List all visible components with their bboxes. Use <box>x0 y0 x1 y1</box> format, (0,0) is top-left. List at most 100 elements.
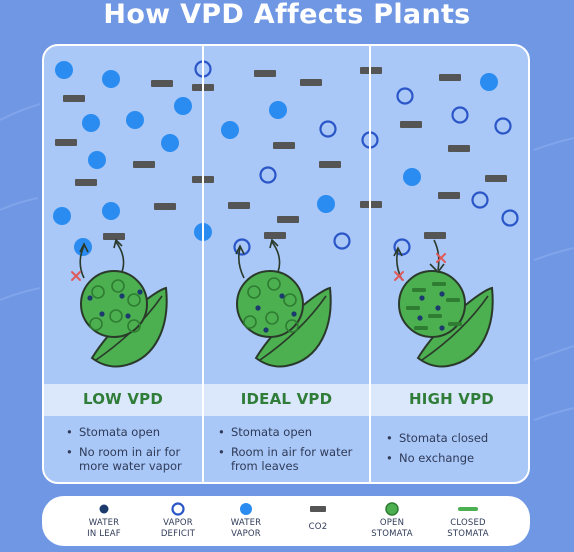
co2-dash <box>360 201 382 208</box>
water-in-leaf-dot <box>439 291 445 297</box>
water-vapor-dot <box>102 202 120 220</box>
water-in-leaf-dot <box>439 325 445 331</box>
co2-dash <box>151 80 173 87</box>
water-vapor-icon <box>240 503 252 515</box>
water-in-leaf-dot <box>255 305 261 311</box>
water-vapor-dot <box>269 101 287 119</box>
water-vapor-dot <box>161 134 179 152</box>
vapor-deficit-icon <box>171 502 185 516</box>
water-vapor-dot <box>174 97 192 115</box>
vapor-deficit-ring <box>451 106 469 124</box>
open-stomata-leaf <box>236 270 304 338</box>
bullet-item: No room in air for more water vapor <box>66 445 198 473</box>
water-vapor-dot <box>126 111 144 129</box>
column-divider <box>202 46 204 482</box>
co2-dash <box>154 203 176 210</box>
exchange-arrow <box>238 247 245 279</box>
exchange-arrow <box>115 241 125 273</box>
particles-scene <box>53 60 519 368</box>
vapor-deficit-ring <box>471 191 489 209</box>
blocked-entry-arrow <box>433 239 440 271</box>
water-in-leaf-dot <box>291 311 297 317</box>
water-in-leaf-dot <box>279 293 285 299</box>
water-vapor-dot <box>102 70 120 88</box>
vapor-deficit-ring <box>333 232 351 250</box>
co2-icon <box>310 506 326 512</box>
vapor-deficit-ring <box>494 117 512 135</box>
high-vpd-plant <box>393 239 494 368</box>
co2-dash <box>103 233 125 240</box>
leaf-vein <box>421 295 489 361</box>
water-in-leaf-dot <box>119 293 125 299</box>
vpd-comparison-panel: LOW VPD IDEAL VPD HIGH VPD Stomata open … <box>42 44 530 484</box>
high-vpd-bullets: Stomata closed No exchange <box>386 431 526 471</box>
vapor-deficit-particles <box>194 60 519 256</box>
water-vapor-dot <box>55 61 73 79</box>
blocked-x-icon <box>436 253 446 263</box>
bullet-item: Room in air for water from leaves <box>218 445 364 473</box>
water-vapor-dot <box>403 168 421 186</box>
bullet-item: Stomata open <box>218 425 364 439</box>
ideal-vpd-plant <box>235 238 332 368</box>
open-stomata-icon <box>385 502 399 516</box>
high-vpd-heading: HIGH VPD <box>409 390 494 408</box>
water-vapor-dot <box>221 121 239 139</box>
water-in-leaf-dot <box>87 295 93 301</box>
co2-dash <box>264 232 286 239</box>
co2-dash <box>55 139 77 146</box>
vapor-deficit-ring <box>396 87 414 105</box>
co2-dash <box>319 161 341 168</box>
water-in-leaf-dot <box>419 295 425 301</box>
water-in-leaf-dot <box>263 327 269 333</box>
co2-dash <box>439 74 461 81</box>
co2-dash <box>63 95 85 102</box>
co2-dash <box>400 121 422 128</box>
co2-particles <box>55 67 507 240</box>
blocked-x-icon <box>71 271 81 281</box>
water-vapor-dot <box>53 207 71 225</box>
water-vapor-dot <box>88 151 106 169</box>
closed-stomata-leaf <box>398 270 466 338</box>
exchange-arrow <box>271 241 281 273</box>
ideal-vpd-heading: IDEAL VPD <box>240 390 333 408</box>
vapor-deficit-ring <box>319 120 337 138</box>
co2-dash <box>228 202 250 209</box>
water-vapor-dot <box>480 73 498 91</box>
vapor-deficit-ring <box>233 238 251 256</box>
co2-dash <box>448 145 470 152</box>
co2-dash <box>485 175 507 182</box>
low-vpd-bullets: Stomata open No room in air for more wat… <box>66 425 198 479</box>
water-in-leaf-dot <box>137 289 143 295</box>
co2-dash <box>300 79 322 86</box>
co2-dash <box>75 179 97 186</box>
vapor-deficit-ring <box>259 166 277 184</box>
blocked-exit-arrow <box>79 245 85 279</box>
low-vpd-heading: LOW VPD <box>83 390 163 408</box>
water-vapor-dot <box>317 195 335 213</box>
water-in-leaf-dot <box>417 315 423 321</box>
bullet-item: No exchange <box>386 451 526 465</box>
closed-stomata-icon <box>458 507 478 511</box>
co2-dash <box>273 142 295 149</box>
co2-dash <box>360 67 382 74</box>
water-in-leaf-dot <box>99 311 105 317</box>
bullet-item: Stomata open <box>66 425 198 439</box>
page-title: How VPD Affects Plants <box>103 0 471 30</box>
blocked-x-icon <box>394 271 404 281</box>
co2-dash <box>277 216 299 223</box>
bullet-item: Stomata closed <box>386 431 526 445</box>
vapor-deficit-ring <box>501 209 519 227</box>
water-in-leaf-icon <box>99 504 109 514</box>
water-vapor-particles <box>53 61 498 256</box>
water-in-leaf-dot <box>125 313 131 319</box>
column-divider <box>369 46 371 482</box>
co2-dash <box>133 161 155 168</box>
heading-band <box>44 384 528 416</box>
